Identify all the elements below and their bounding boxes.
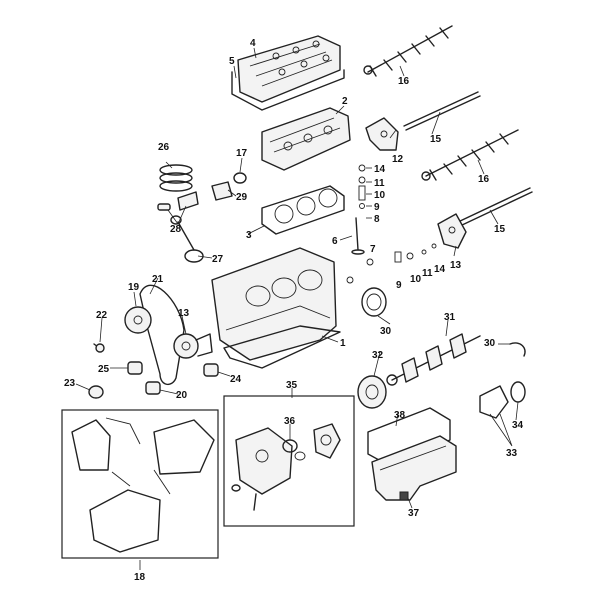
rocker-arm-lower[interactable]	[437, 213, 467, 249]
callout-28: 28	[170, 224, 182, 235]
callout-27: 27	[212, 254, 224, 265]
rocker-arm-upper[interactable]	[365, 117, 399, 151]
oil-seal[interactable]	[233, 172, 247, 184]
piston-pin[interactable]	[157, 191, 199, 211]
callout-10b: 10	[410, 274, 422, 285]
callout-14b: 14	[434, 264, 446, 275]
crank-rear-seal[interactable]	[510, 381, 526, 403]
callout-6: 6	[332, 236, 338, 247]
oil-pan-gasket[interactable]	[367, 407, 451, 467]
rocker-shaft-upper[interactable]	[403, 91, 481, 131]
callout-16: 16	[398, 76, 410, 87]
camshaft-upper[interactable]	[363, 25, 453, 77]
crank-pulley[interactable]	[357, 375, 387, 409]
callout-29: 29	[236, 192, 248, 203]
callout-5: 5	[229, 56, 235, 67]
idler-bolt[interactable]	[93, 343, 105, 353]
callout-9: 9	[374, 202, 380, 213]
cylinder-head[interactable]	[261, 107, 351, 171]
callout-22: 22	[96, 310, 108, 321]
valve-cover[interactable]	[237, 35, 341, 103]
callout-36: 36	[284, 416, 296, 427]
timing-cover-box	[61, 409, 219, 559]
valve-cover-gasket[interactable]	[231, 69, 345, 111]
main-bearing-retainer[interactable]	[479, 385, 509, 419]
callout-21: 21	[152, 274, 164, 285]
callout-35: 35	[286, 380, 298, 391]
callout-12: 12	[392, 154, 404, 165]
callout-4: 4	[250, 38, 256, 49]
callout-19: 19	[128, 282, 140, 293]
washer-23[interactable]	[88, 385, 104, 399]
callout-24: 24	[230, 374, 242, 385]
crank-sprocket[interactable]	[145, 381, 161, 395]
oil-pump-box	[223, 395, 355, 527]
callout-26: 26	[158, 142, 170, 153]
bearing-cap-30[interactable]	[509, 342, 526, 357]
callout-31: 31	[444, 312, 456, 323]
camshaft-lower[interactable]	[421, 129, 519, 181]
callout-13: 13	[450, 260, 462, 271]
callout-20: 20	[176, 390, 188, 401]
valve[interactable]	[351, 217, 365, 255]
callout-10: 10	[374, 190, 386, 201]
callout-8: 8	[374, 214, 380, 225]
callout-25: 25	[98, 364, 110, 375]
callout-11: 11	[374, 178, 385, 189]
callout-17: 17	[236, 148, 248, 159]
cam-sprocket[interactable]	[124, 306, 152, 334]
callout-33: 33	[506, 448, 518, 459]
leader-lines	[75, 47, 519, 570]
connecting-rod[interactable]	[170, 215, 204, 263]
callout-15: 15	[430, 134, 442, 145]
callout-13b: 13	[178, 308, 190, 319]
callout-16b: 16	[478, 174, 490, 185]
engine-block[interactable]	[211, 247, 341, 369]
oil-pump-cover[interactable]	[313, 423, 341, 459]
oil-pump[interactable]	[231, 427, 293, 511]
callout-11b: 11	[422, 268, 433, 279]
timing-tensioner[interactable]	[173, 333, 213, 359]
pulley-sleeve[interactable]	[127, 361, 143, 375]
callout-23: 23	[64, 378, 76, 389]
callout-32: 32	[372, 350, 384, 361]
callout-14: 14	[374, 164, 386, 175]
crankshaft[interactable]	[386, 333, 481, 386]
valve-spring-parts[interactable]	[346, 164, 437, 284]
callout-15b: 15	[494, 224, 506, 235]
callout-38: 38	[394, 410, 406, 421]
rocker-shaft-lower[interactable]	[457, 187, 533, 227]
callout-34: 34	[512, 420, 524, 431]
callout-7: 7	[370, 244, 376, 255]
callout-9b: 9	[396, 280, 402, 291]
piston-rings[interactable]	[159, 164, 193, 192]
oil-pan[interactable]	[371, 435, 457, 501]
spacer-24[interactable]	[203, 363, 219, 377]
callout-30: 30	[380, 326, 392, 337]
callout-2: 2	[342, 96, 348, 107]
timing-belt[interactable]	[139, 284, 185, 385]
callout-37: 37	[408, 508, 420, 519]
head-gasket[interactable]	[261, 185, 345, 235]
rear-main-seal[interactable]	[361, 287, 387, 317]
timing-cover[interactable]	[71, 417, 215, 553]
callout-3: 3	[246, 230, 252, 241]
piston[interactable]	[211, 181, 233, 201]
callout-labels: 4 5 16 2 15 12 16 15 26 17 29 28 27 3 14…	[64, 38, 524, 583]
callout-30b: 30	[484, 338, 496, 349]
callout-18: 18	[134, 572, 146, 583]
callout-1: 1	[340, 338, 346, 349]
